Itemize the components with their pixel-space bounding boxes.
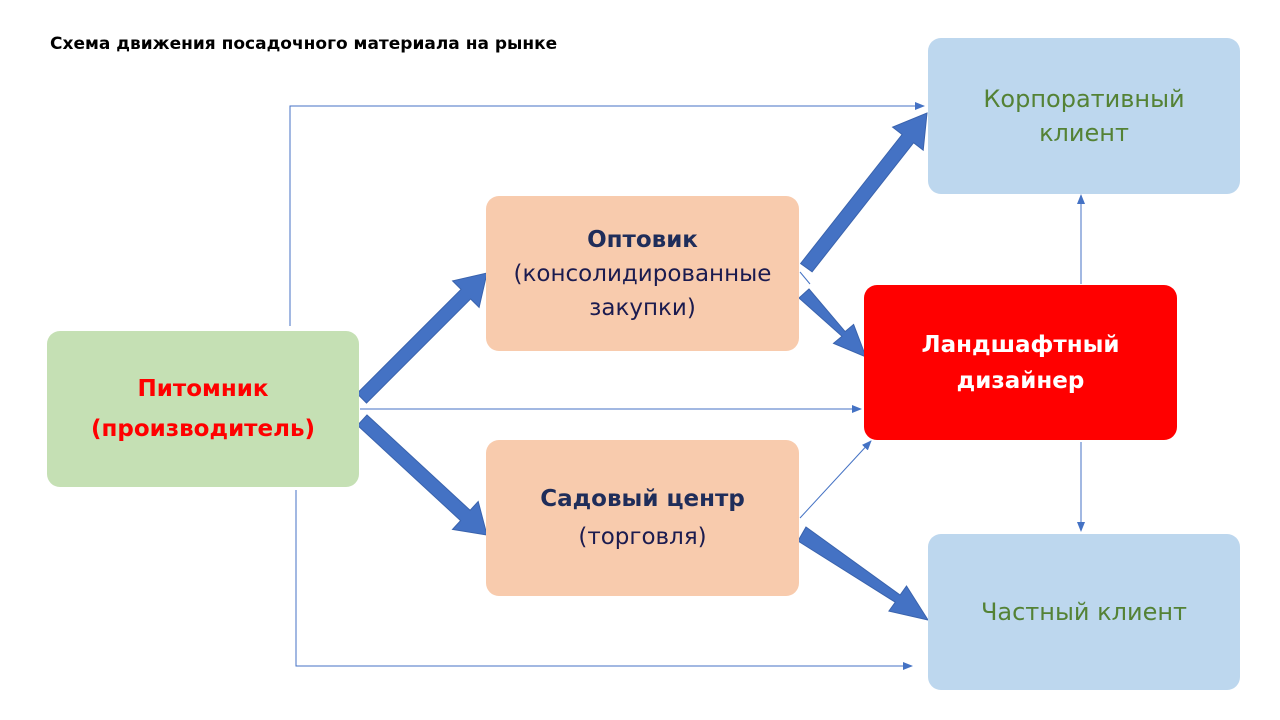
arrow-nursery-to-corporate bbox=[289, 102, 925, 326]
designer-label-2: дизайнер bbox=[956, 367, 1085, 394]
wholesaler-label: Оптовик bbox=[587, 226, 698, 253]
diagram-title: Схема движения посадочного материала на … bbox=[50, 34, 558, 54]
arrow-nursery-to-garden bbox=[356, 414, 488, 536]
arrow-garden-to-private bbox=[797, 526, 930, 621]
corporate-label-2: клиент bbox=[1039, 119, 1129, 147]
designer-label-1: Ландшафтный bbox=[921, 331, 1120, 358]
wholesaler-sublabel-2: закупки) bbox=[589, 294, 696, 321]
private-label: Частный клиент bbox=[980, 598, 1188, 626]
nursery-sublabel: (производитель) bbox=[90, 416, 316, 442]
garden-center-label: Садовый центр bbox=[540, 486, 745, 512]
node-wholesaler: Оптовик (консолидированные закупки) bbox=[486, 196, 799, 351]
node-corporate-client: Корпоративный клиент bbox=[928, 38, 1240, 194]
wholesaler-sublabel-1: (консолидированные bbox=[513, 260, 772, 287]
arrow-wholesaler-to-designer bbox=[798, 288, 867, 358]
connector-wholesaler-side bbox=[799, 271, 811, 285]
arrow-garden-to-designer bbox=[799, 440, 872, 519]
node-garden-center: Садовый центр (торговля) bbox=[486, 440, 799, 596]
arrow-nursery-to-private bbox=[295, 490, 913, 670]
garden-center-sublabel: (торговля) bbox=[578, 524, 707, 550]
node-nursery: Питомник (производитель) bbox=[47, 331, 359, 487]
arrow-wholesaler-to-corporate bbox=[799, 112, 928, 273]
corporate-label-1: Корпоративный bbox=[983, 85, 1185, 113]
node-private-client: Частный клиент bbox=[928, 534, 1240, 690]
arrow-nursery-to-wholesaler bbox=[356, 272, 488, 404]
node-landscape-designer: Ландшафтный дизайнер bbox=[864, 285, 1177, 440]
nursery-label: Питомник bbox=[137, 376, 269, 402]
